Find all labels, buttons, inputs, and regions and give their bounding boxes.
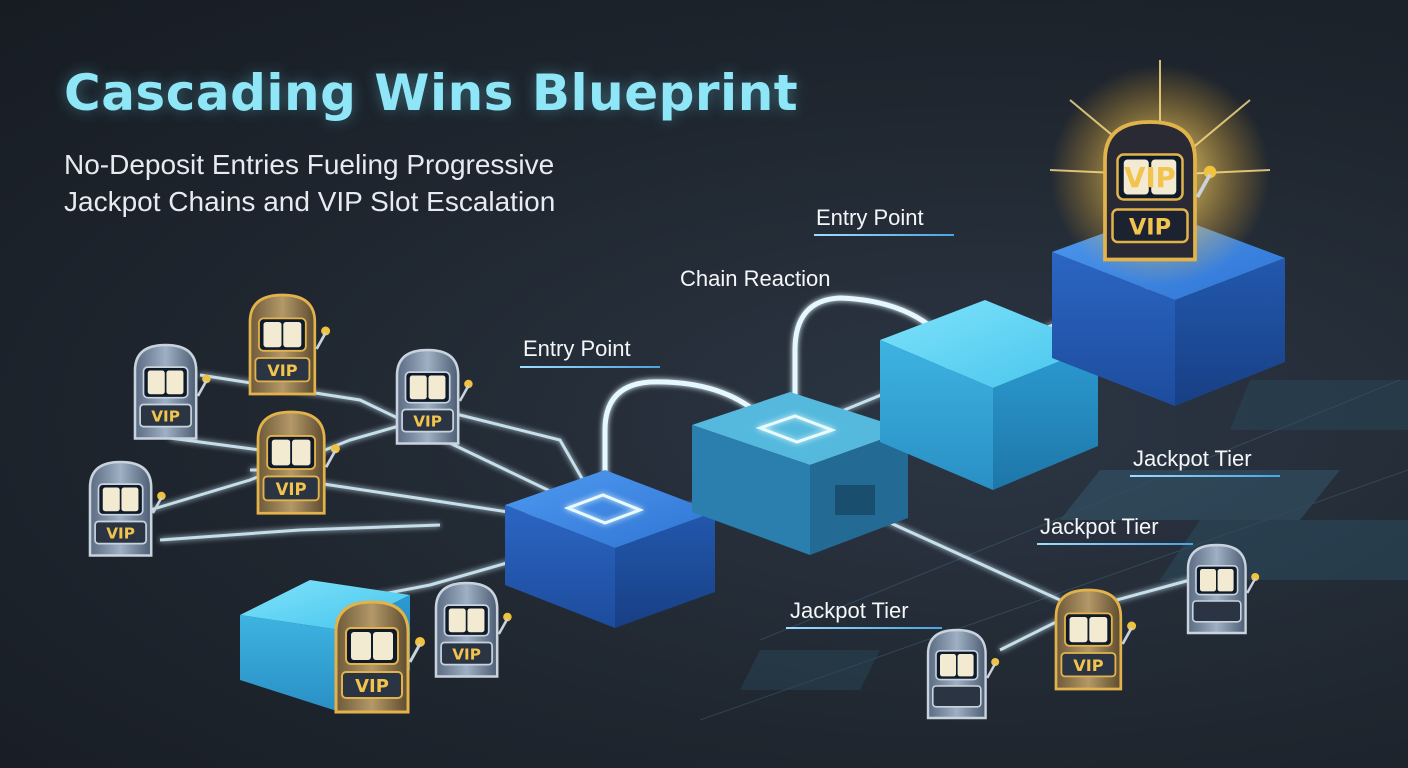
label-underline (1130, 475, 1280, 477)
label-entry-point-top: Entry Point (816, 205, 924, 230)
slot-machine-icon: VIP (1054, 588, 1137, 691)
subtitle-line-1: No-Deposit Entries Fueling Progressive (64, 149, 555, 180)
vip-badge: VIP (452, 646, 481, 664)
label-underline (814, 234, 954, 236)
label-underline (520, 366, 660, 368)
cube-entry-cyan (880, 300, 1098, 490)
page-subtitle: No-Deposit Entries Fueling Progressive J… (64, 146, 704, 220)
label-underline (786, 627, 942, 629)
slot-machine-icon: VIP (88, 460, 166, 557)
slot-machine-icon: VIP (256, 410, 340, 515)
label-jackpot-tier-right: Jackpot Tier (1133, 446, 1252, 471)
label-entry-point-left: Entry Point (523, 336, 631, 361)
floor-grid (699, 379, 1408, 721)
label-jackpot-tier-mid: Jackpot Tier (1040, 514, 1159, 539)
slot-machine-icon: VIP VIP (1103, 120, 1217, 262)
slot-machine-icon: VIP (395, 348, 473, 445)
slot-machine-icon: VIP (133, 343, 211, 440)
slot-machine-icon: VIP (248, 293, 331, 396)
cube-chain-teal (692, 392, 908, 555)
vip-badge: VIP (355, 676, 389, 697)
label-chain-reaction: Chain Reaction (680, 266, 831, 291)
vip-badge: VIP (106, 525, 135, 543)
vip-badge: VIP (276, 480, 307, 499)
cube-entry-blue (505, 470, 715, 628)
label-jackpot-tier-bottom: Jackpot Tier (790, 598, 909, 623)
vip-badge: VIP (151, 408, 180, 426)
chain-arcs (602, 295, 937, 510)
slot-machine-icon (1186, 543, 1260, 635)
vip-badge: VIP (267, 361, 298, 380)
slot-machines: VIP VIP VIP VIP VIP VIP VIP VIP VIP VIP (88, 120, 1260, 720)
subtitle-line-2: Jackpot Chains and VIP Slot Escalation (64, 186, 556, 217)
vip-badge: VIP (1124, 162, 1176, 194)
label-underline (1037, 543, 1193, 545)
page-title: Cascading Wins Blueprint (64, 64, 799, 122)
slot-machine-icon: VIP (334, 600, 425, 714)
vip-badge: VIP (1073, 656, 1104, 675)
vip-badge: VIP (413, 413, 442, 431)
slot-machine-icon: VIP (434, 581, 512, 678)
slot-machine-icon (926, 628, 1000, 720)
vip-badge: VIP (1129, 215, 1171, 241)
